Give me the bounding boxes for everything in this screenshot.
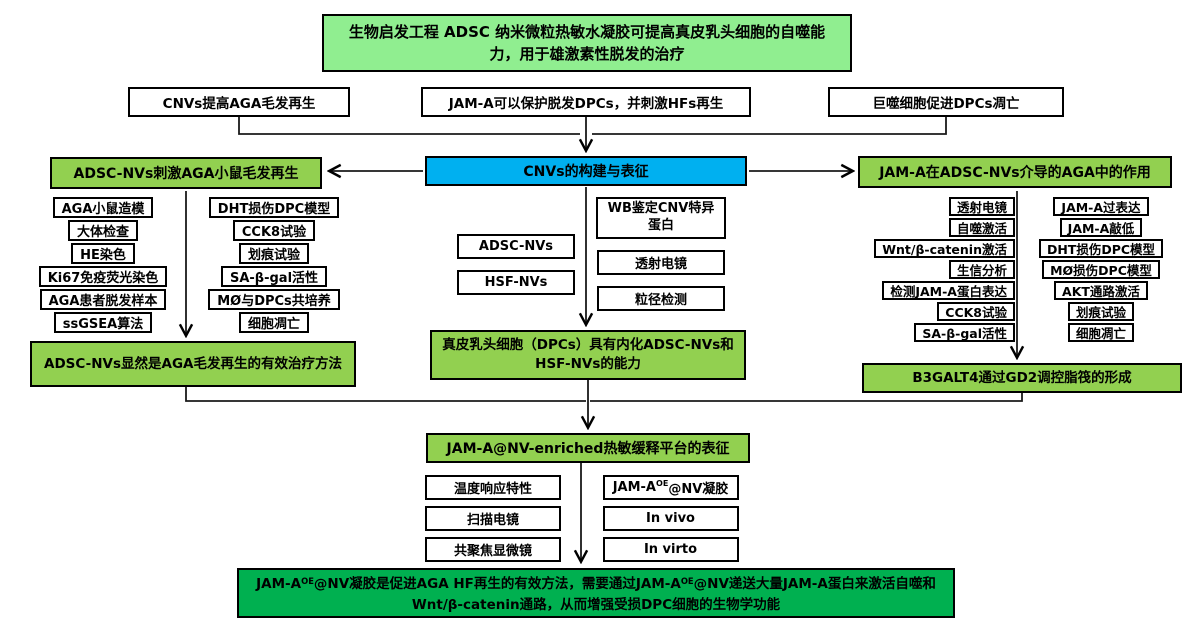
platform-header: JAM-A@NV-enriched热敏缓释平台的表征 — [426, 433, 750, 463]
final-superscript: OE — [680, 576, 694, 587]
method-box: 粒径检测 — [597, 286, 725, 311]
method-box: 划痕试验 — [1067, 302, 1134, 321]
method-box: 大体检查 — [67, 220, 138, 241]
method-box: SA-β-gal活性 — [914, 323, 1015, 342]
right-branch-conclusion: B3GALT4通过GD2调控脂筏的形成 — [862, 363, 1182, 393]
method-box: 自噬激活 — [948, 218, 1015, 237]
method-box: 温度响应特性 — [425, 475, 561, 500]
method-box: AKT通路激活 — [1054, 281, 1148, 300]
method-box: HSF-NVs — [457, 270, 575, 295]
gel-text: JAM-A — [612, 480, 656, 495]
method-box: MØ与DPCs共培养 — [208, 289, 340, 310]
method-box: 共聚焦显微镜 — [425, 537, 561, 562]
premise-cnv-aga: CNVs提高AGA毛发再生 — [128, 87, 350, 117]
center-branch-header: CNVs的构建与表征 — [425, 156, 747, 186]
right-branch-col1: 透射电镜 自噬激活 Wnt/β-catenin激活 生信分析 检测JAM-A蛋白… — [843, 197, 1015, 342]
method-box: ssGSEA算法 — [53, 312, 153, 333]
method-box: HE染色 — [71, 243, 135, 264]
right-branch-col2: JAM-A过表达 JAM-A敲低 DHT损伤DPC模型 MØ损伤DPC模型 AK… — [1022, 197, 1180, 342]
final-text: @NV递送大量JAM-A蛋白来激活自噬和Wnt/β-catenin通路，从而增强… — [411, 576, 936, 613]
final-text: @NV凝胶是促进AGA HF再生的有效方法，需要通过JAM-A — [313, 576, 681, 592]
left-branch-header: ADSC-NVs刺激AGA小鼠毛发再生 — [50, 157, 322, 189]
left-branch-col2: DHT损伤DPC模型 CCK8试验 划痕试验 SA-β-gal活性 MØ与DPC… — [192, 197, 356, 333]
method-box: JAM-A敲低 — [1059, 218, 1143, 237]
method-box: 划痕试验 — [238, 243, 309, 264]
connector-merge-right — [590, 393, 1023, 402]
method-box: In virto — [602, 537, 739, 562]
center-branch-col1: ADSC-NVs HSF-NVs — [455, 234, 577, 295]
connector-merge-left — [185, 387, 586, 402]
final-conclusion: JAM-AOE@NV凝胶是促进AGA HF再生的有效方法，需要通过JAM-AOE… — [237, 568, 955, 618]
center-branch-col2: WB鉴定CNV特异蛋白 透射电镜 粒径检测 — [595, 197, 727, 311]
gel-text: @NV凝胶 — [668, 482, 729, 497]
left-branch-conclusion: ADSC-NVs显然是AGA毛发再生的有效治疗方法 — [30, 341, 356, 387]
method-box: 扫描电镜 — [425, 506, 561, 531]
method-box: CCK8试验 — [937, 302, 1015, 321]
method-box: ADSC-NVs — [457, 234, 575, 259]
method-box: In vivo — [602, 506, 739, 531]
method-box: DHT损伤DPC模型 — [208, 197, 340, 218]
method-box: 生信分析 — [948, 260, 1015, 279]
method-box: 透射电镜 — [948, 197, 1015, 216]
premise-macrophage: 巨噬细胞促进DPCs凋亡 — [828, 87, 1064, 117]
method-box: SA-β-gal活性 — [220, 266, 328, 287]
center-branch-conclusion: 真皮乳头细胞（DPCs）具有内化ADSC-NVs和HSF-NVs的能力 — [430, 330, 746, 380]
method-box: 透射电镜 — [597, 250, 725, 275]
left-branch-col1: AGA小鼠造模 大体检查 HE染色 Ki67免疫荧光染色 AGA患者脱发样本 s… — [20, 197, 186, 333]
connector-premise-right — [592, 117, 947, 135]
flowchart-title: 生物启发工程 ADSC 纳米微粒热敏水凝胶可提高真皮乳头细胞的自噬能力，用于雄激… — [322, 14, 852, 72]
method-box: 细胞凋亡 — [238, 312, 309, 333]
method-box: Wnt/β-catenin激活 — [874, 239, 1015, 258]
method-box: AGA患者脱发样本 — [39, 289, 167, 310]
premise-jama-protect: JAM-A可以保护脱发DPCs，并刺激HFs再生 — [421, 87, 751, 117]
method-box: 细胞凋亡 — [1067, 323, 1134, 342]
method-box: 检测JAM-A蛋白表达 — [882, 281, 1015, 300]
method-box: MØ损伤DPC模型 — [1042, 260, 1160, 279]
method-box: DHT损伤DPC模型 — [1038, 239, 1164, 258]
method-box: JAM-A过表达 — [1053, 197, 1149, 216]
right-branch-header: JAM-A在ADSC-NVs介导的AGA中的作用 — [858, 156, 1172, 188]
method-box: AGA小鼠造模 — [52, 197, 154, 218]
connector-premise-left — [238, 117, 580, 135]
final-superscript: OE — [301, 576, 314, 587]
final-text: JAM-A — [256, 576, 302, 592]
platform-col1: 温度响应特性 扫描电镜 共聚焦显微镜 — [423, 475, 563, 562]
gel-superscript: OE — [656, 479, 669, 489]
method-box: WB鉴定CNV特异蛋白 — [596, 197, 726, 239]
method-box: Ki67免疫荧光染色 — [38, 266, 168, 287]
method-box: CCK8试验 — [232, 220, 316, 241]
